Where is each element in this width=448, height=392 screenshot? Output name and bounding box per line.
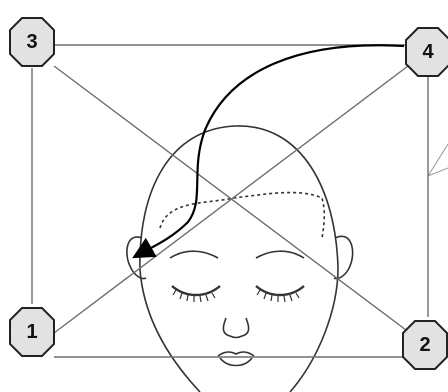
- ear-left: [127, 237, 146, 279]
- marker-3: 3: [10, 18, 54, 66]
- jaw-left: [140, 270, 200, 392]
- mouth-upper-lip: [218, 352, 254, 356]
- mouth-lower-lip: [220, 358, 252, 366]
- marker-1-label: 1: [26, 321, 37, 343]
- head-illustration: [127, 126, 353, 392]
- marker-4: 4: [406, 28, 448, 76]
- eyebrow-right: [256, 251, 304, 258]
- marker-3-label: 3: [26, 31, 37, 53]
- marker-2-label: 2: [419, 334, 430, 356]
- marker-4-label: 4: [422, 41, 434, 63]
- marker-1: 1: [10, 308, 54, 356]
- hairline-dotted: [160, 193, 324, 238]
- speech-bubble-fragment: [428, 144, 448, 176]
- marker-2: 2: [403, 321, 447, 369]
- eyebrow-left: [170, 251, 218, 258]
- nose: [223, 318, 248, 338]
